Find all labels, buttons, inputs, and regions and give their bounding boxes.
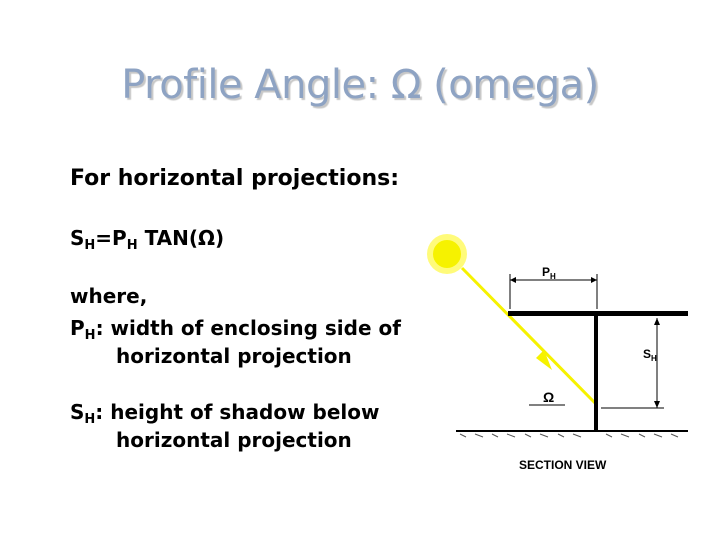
formula: SH=PH TAN(Ω)	[70, 226, 225, 253]
where-label: where,	[70, 284, 148, 308]
ph-label: PH	[542, 265, 556, 281]
omega-label: Ω	[543, 389, 554, 405]
ground-hatch	[459, 433, 679, 438]
diagram-caption: SECTION VIEW	[519, 458, 607, 472]
sun-icon	[431, 238, 463, 270]
sh-definition: SH: height of shadow below	[70, 400, 380, 427]
horizontal-projection	[508, 311, 688, 316]
section-heading: For horizontal projections:	[70, 166, 400, 191]
wall	[594, 316, 598, 432]
sh-definition-cont: horizontal projection	[116, 428, 352, 452]
ph-definition: PH: width of enclosing side of	[70, 316, 401, 343]
page-title: Profile Angle: Ω (omega)	[121, 62, 599, 108]
sh-label: SH	[643, 347, 657, 363]
sun-ray	[460, 266, 598, 406]
ray-arrowhead	[536, 350, 552, 370]
ph-definition-cont: horizontal projection	[116, 344, 352, 368]
